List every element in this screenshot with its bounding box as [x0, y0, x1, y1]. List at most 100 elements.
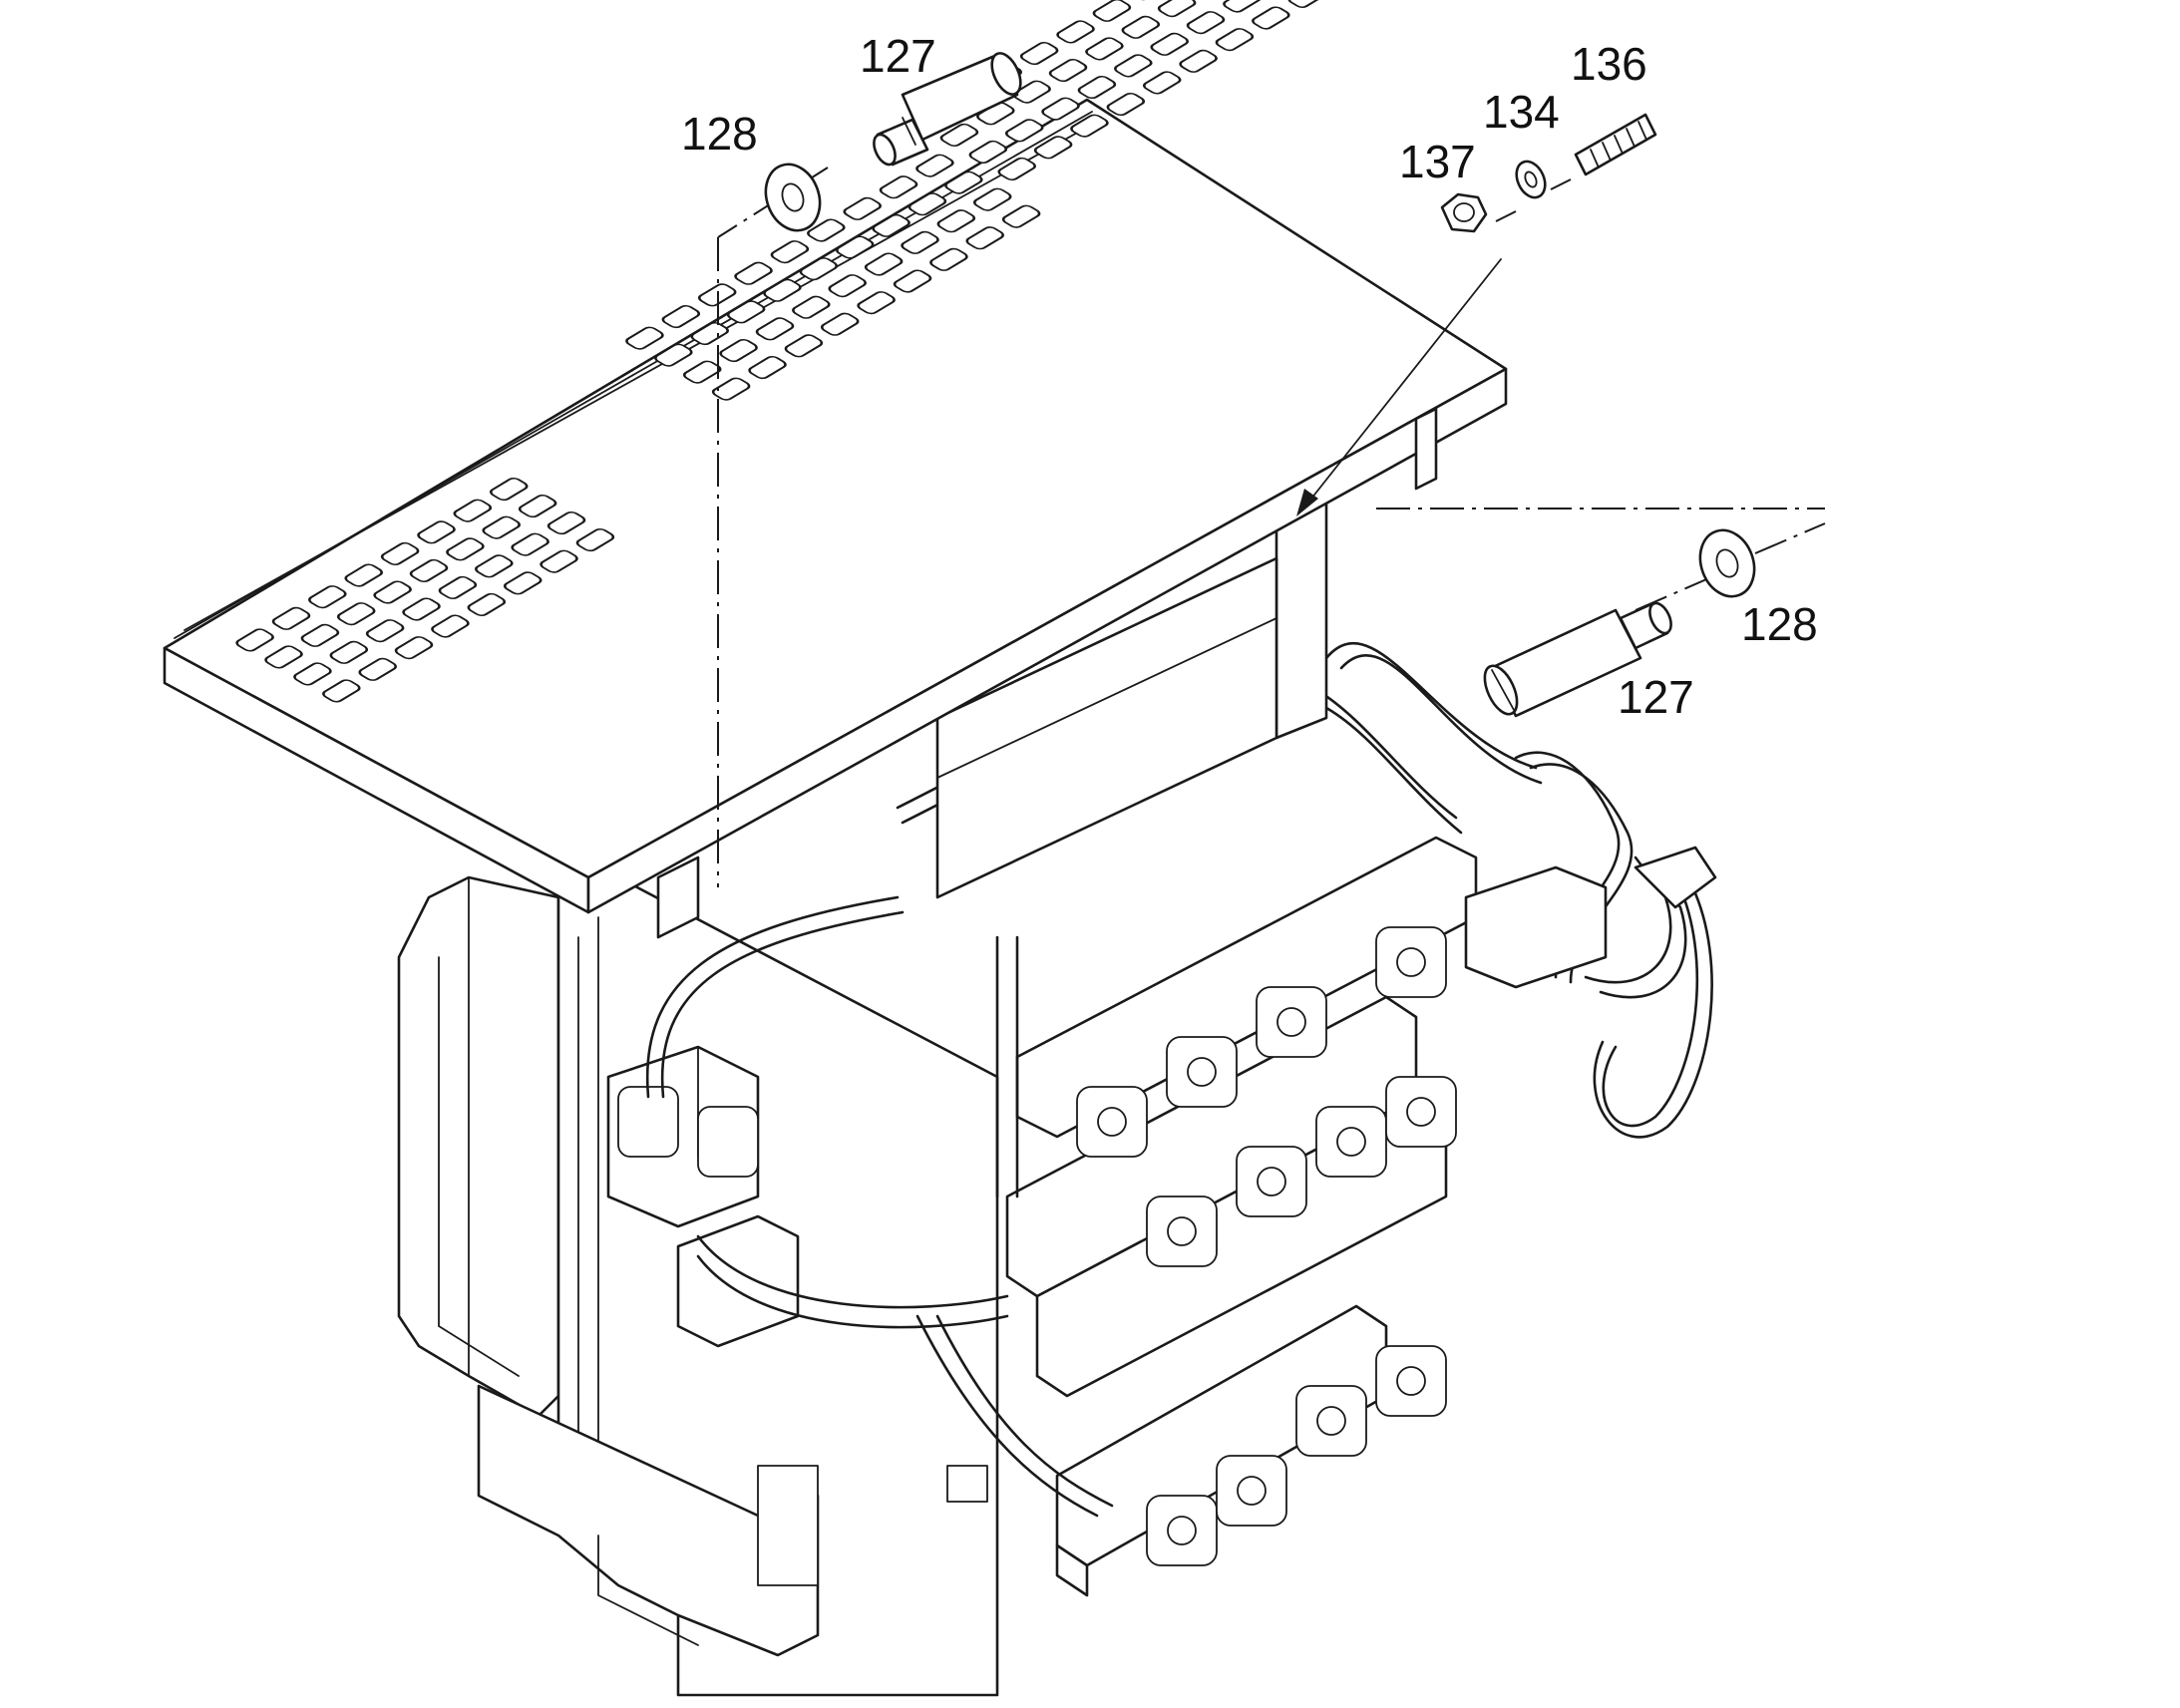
- vent-slot: [446, 537, 485, 561]
- vent-slot: [1004, 119, 1044, 143]
- vent-slot: [784, 334, 824, 358]
- vent-slot: [300, 623, 340, 647]
- vent-slot: [1085, 37, 1124, 61]
- callout-127-right: 127: [1618, 671, 1694, 723]
- vent-slot: [1150, 32, 1189, 56]
- vent-slot: [1077, 75, 1117, 100]
- vent-slot: [968, 140, 1008, 165]
- vent-slot: [293, 662, 332, 686]
- vent-slot: [1070, 114, 1109, 138]
- vent-slot: [835, 235, 875, 259]
- vent-slot: [402, 597, 441, 621]
- vent-slot: [511, 532, 549, 556]
- vent-slot: [763, 278, 802, 302]
- vent-slot: [518, 494, 557, 518]
- vent-slot: [467, 592, 507, 617]
- callout-136: 136: [1571, 38, 1647, 90]
- vent-slot: [1001, 204, 1041, 228]
- vent-slot: [575, 527, 615, 552]
- vent-slot: [308, 585, 347, 609]
- vent-slot: [489, 477, 529, 502]
- vent-slot: [748, 355, 787, 380]
- vent-slot: [799, 257, 839, 281]
- callout-137: 137: [1399, 136, 1476, 187]
- vent-slot: [936, 209, 976, 233]
- vent-slot: [417, 520, 456, 544]
- vent-slot: [409, 558, 449, 583]
- vent-slot: [1041, 97, 1080, 121]
- vent-slot: [1121, 15, 1161, 39]
- vent-slot: [682, 360, 722, 384]
- vent-slot: [857, 291, 896, 315]
- vent-slot: [1252, 6, 1290, 30]
- vent-slot: [843, 196, 882, 220]
- ventilation-slots: [235, 0, 1326, 703]
- vent-slot: [1287, 0, 1326, 9]
- vent-slot: [901, 230, 939, 254]
- vent-slot: [235, 628, 274, 652]
- callout-127-top: 127: [860, 30, 936, 82]
- callout-128-top: 128: [681, 108, 758, 160]
- callout-labels: 127 128 136 134 137 128 127: [681, 30, 1818, 723]
- vent-slot: [908, 192, 947, 216]
- vent-slot: [893, 269, 932, 293]
- vent-slot: [879, 175, 918, 199]
- vent-slot: [820, 312, 860, 336]
- vent-slot: [997, 157, 1036, 181]
- vent-slot: [322, 679, 361, 703]
- part-137-hex-nut: [1440, 192, 1488, 233]
- vent-slot: [1215, 28, 1255, 52]
- vent-slot: [503, 571, 543, 595]
- vent-slot: [792, 295, 831, 319]
- vent-slot: [271, 606, 311, 630]
- vent-slot: [1114, 54, 1153, 78]
- vent-slot: [1106, 92, 1146, 117]
- vent-slot: [1223, 0, 1262, 13]
- callout-128-right: 128: [1741, 598, 1818, 650]
- flange-blocks: [617, 926, 1457, 1566]
- vent-slot: [1092, 0, 1132, 22]
- vent-slot: [929, 247, 968, 271]
- vent-slot: [336, 602, 376, 626]
- vent-slot: [1179, 49, 1218, 73]
- vent-slot: [438, 575, 478, 600]
- vent-slot: [365, 619, 405, 643]
- vent-slot: [482, 515, 521, 539]
- vent-slot: [807, 218, 846, 242]
- vent-slot: [1056, 20, 1095, 44]
- vent-slot: [1048, 58, 1088, 83]
- vent-slot: [654, 343, 693, 367]
- vent-slot: [734, 261, 773, 285]
- vent-slot: [711, 377, 751, 401]
- part-134-lock-washer: [1515, 160, 1547, 199]
- vent-slot: [380, 541, 420, 566]
- vent-slot: [939, 123, 979, 148]
- vent-slot: [972, 187, 1012, 211]
- vent-slot: [1128, 0, 1168, 1]
- part-136-threaded-stud: [1574, 113, 1657, 176]
- vent-slot: [661, 304, 701, 329]
- vent-slot: [965, 226, 1004, 250]
- vent-slot: [1186, 11, 1226, 35]
- vent-slot: [770, 240, 810, 264]
- part-127-pin-right: [1483, 601, 1672, 718]
- leader-arrow: [1296, 258, 1502, 516]
- vent-slot: [358, 657, 397, 681]
- vent-slot: [540, 549, 578, 573]
- vent-slot: [1012, 80, 1051, 104]
- vent-slot: [864, 252, 904, 276]
- top-cover-panel: [163, 98, 1508, 939]
- vent-slot: [1142, 71, 1182, 95]
- vent-slot: [1157, 0, 1197, 18]
- vent-slot: [546, 511, 586, 535]
- vent-slot: [453, 499, 493, 522]
- vent-slot: [915, 154, 954, 177]
- vent-slot: [690, 321, 729, 346]
- vent-slot: [329, 640, 369, 664]
- part-128-washer-right: [1698, 528, 1756, 598]
- vent-slot: [1019, 41, 1059, 66]
- part-128-washer-top: [764, 163, 822, 232]
- vent-slot: [475, 554, 514, 578]
- vent-slot: [394, 636, 434, 660]
